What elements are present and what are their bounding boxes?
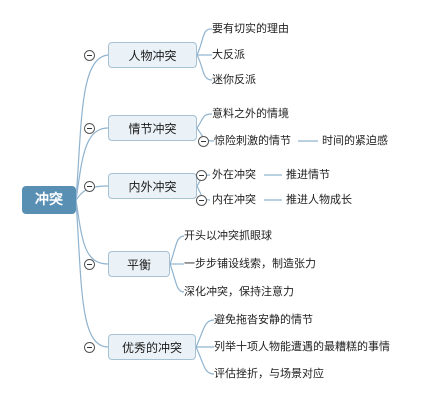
topic-node[interactable]: 平衡 — [108, 251, 170, 277]
link-topic3-leaf2 — [169, 263, 185, 293]
leaf-node: 外在冲突 — [212, 168, 256, 181]
collapse-toggle-icon[interactable] — [196, 170, 207, 181]
link-root-topic-3 — [75, 199, 109, 265]
collapse-toggle-icon[interactable] — [84, 342, 95, 353]
collapse-toggle-icon[interactable] — [84, 123, 95, 134]
link-topic1-leaf0 — [196, 113, 213, 129]
topic-node[interactable]: 内外冲突 — [108, 173, 197, 199]
leaf-node: 开头以冲突抓眼球 — [184, 229, 272, 242]
collapse-toggle-icon[interactable] — [84, 50, 95, 61]
topic-node[interactable]: 人物冲突 — [108, 42, 197, 68]
leaf-node: 要有切实的理由 — [212, 22, 289, 35]
leaf-node: 深化冲突，保持注意力 — [184, 285, 294, 298]
topic-node[interactable]: 情节冲突 — [108, 115, 197, 141]
link-root-topic-0 — [75, 54, 109, 201]
leaf-node: 迷你反派 — [212, 73, 256, 86]
root-node[interactable]: 冲突 — [22, 186, 76, 214]
link-root-topic-4 — [75, 199, 109, 348]
link-topic4-leaf0 — [195, 319, 215, 348]
leaf-node: 惊险刺激的情节 — [214, 134, 291, 147]
leaf-node: 一步步铺设线索，制造张力 — [184, 257, 316, 270]
leaf-node: 推进情节 — [286, 168, 330, 181]
leaf-node: 推进人物成长 — [286, 193, 352, 206]
leaf-node: 列举十项人物能遭遇的最糟糕的事情 — [214, 340, 390, 353]
topic-node[interactable]: 优秀的冲突 — [108, 334, 196, 360]
leaf-node: 意料之外的情境 — [212, 107, 289, 120]
topic-label: 内外冲突 — [128, 180, 177, 194]
leaf-node: 内在冲突 — [212, 193, 256, 206]
collapse-toggle-icon[interactable] — [196, 195, 207, 206]
link-topic4-leaf2 — [195, 346, 215, 375]
leaf-node: 评估挫折，与场景对应 — [214, 367, 324, 380]
topic-label: 人物冲突 — [128, 49, 177, 63]
topic-label: 情节冲突 — [128, 122, 177, 136]
topic-label: 优秀的冲突 — [121, 341, 182, 355]
root-label: 冲突 — [35, 192, 63, 208]
leaf-node: 时间的紧迫感 — [322, 134, 388, 147]
leaf-node: 大反派 — [212, 48, 245, 61]
topic-label: 平衡 — [126, 258, 151, 272]
link-topic0-leaf0 — [196, 28, 213, 56]
collapse-toggle-icon[interactable] — [84, 181, 95, 192]
link-topic0-leaf2 — [196, 54, 213, 81]
collapse-toggle-icon[interactable] — [198, 136, 209, 147]
link-root-topic-1 — [75, 127, 109, 201]
leaf-node: 避免拖沓安静的情节 — [214, 313, 313, 326]
link-topic3-leaf0 — [169, 235, 185, 265]
collapse-toggle-icon[interactable] — [84, 259, 95, 270]
